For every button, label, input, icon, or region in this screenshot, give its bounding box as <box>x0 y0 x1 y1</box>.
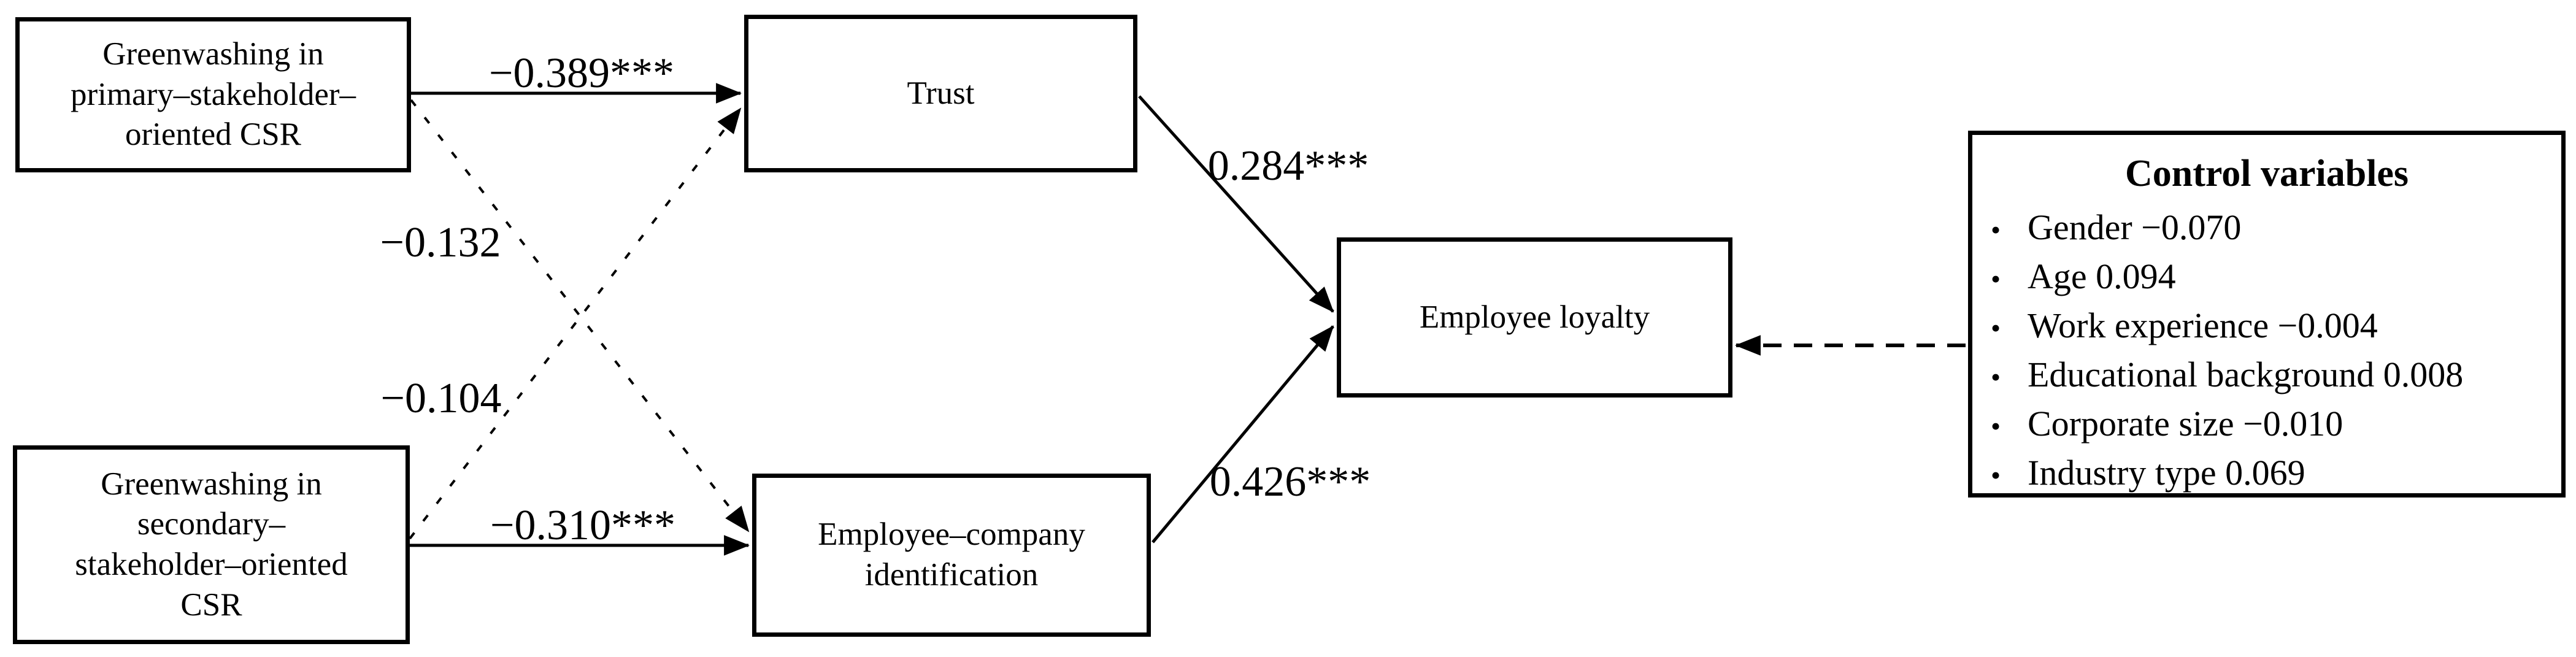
control-variables-box: Control variables • Gender −0.070 • Age … <box>1968 131 2566 498</box>
control-variable-item: • Gender −0.070 <box>1991 203 2543 252</box>
bullet-icon: • <box>1991 361 2001 393</box>
path-line-identification-to-loyalty <box>1152 325 1334 544</box>
construct-box-employee-company-identification: Employee–company identification <box>752 474 1151 637</box>
construct-label-line: oriented CSR <box>125 117 302 153</box>
control-variable-item: • Industry type 0.069 <box>1991 448 2543 498</box>
construct-label: Trust <box>907 75 975 111</box>
path-coefficient-secondary-to-identification: −0.310*** <box>490 502 675 549</box>
construct-box-greenwashing-primary: Greenwashing in primary–stakeholder– ori… <box>15 17 411 172</box>
control-variable-text: Industry type 0.069 <box>2028 453 2305 493</box>
path-coefficient-primary-to-identification: −0.132 <box>380 219 501 266</box>
control-variable-item: • Corporate size −0.010 <box>1991 399 2543 448</box>
path-line-primary-to-identification-dashed <box>410 99 750 532</box>
construct-label-line: Greenwashing in <box>102 36 324 72</box>
bullet-icon: • <box>1991 459 2001 491</box>
construct-box-greenwashing-secondary: Greenwashing in secondary– stakeholder–o… <box>13 445 410 644</box>
control-variable-item: • Age 0.094 <box>1991 252 2543 301</box>
construct-label: Employee loyalty <box>1419 299 1650 335</box>
construct-label-line: primary–stakeholder– <box>70 76 356 112</box>
control-variable-text: Work experience −0.004 <box>2028 305 2378 345</box>
bullet-icon: • <box>1991 410 2001 442</box>
path-line-trust-to-loyalty <box>1138 95 1334 313</box>
construct-label-line: stakeholder–oriented <box>75 547 348 582</box>
construct-label-line: secondary– <box>137 506 286 542</box>
construct-box-trust: Trust <box>744 15 1137 172</box>
path-line-secondary-to-trust-dashed <box>409 107 742 540</box>
path-coefficient-identification-to-loyalty: 0.426*** <box>1209 458 1371 505</box>
control-variable-text: Corporate size −0.010 <box>2028 404 2343 444</box>
construct-box-employee-loyalty: Employee loyalty <box>1337 237 1732 398</box>
construct-label-line: Greenwashing in <box>101 466 322 502</box>
construct-label-line: Employee–company <box>818 517 1085 553</box>
construct-label-line: CSR <box>180 586 242 623</box>
path-coefficient-secondary-to-trust: −0.104 <box>380 375 502 422</box>
control-variable-item: • Educational background 0.008 <box>1991 350 2543 399</box>
control-variable-text: Gender −0.070 <box>2028 207 2242 247</box>
bullet-icon: • <box>1991 214 2001 245</box>
bullet-icon: • <box>1991 312 2001 344</box>
control-variable-item: • Work experience −0.004 <box>1991 301 2543 350</box>
path-coefficient-primary-to-trust: −0.389*** <box>489 50 674 97</box>
construct-label-line: identification <box>864 557 1039 593</box>
bullet-icon: • <box>1991 263 2001 294</box>
control-variables-title: Control variables <box>2124 153 2409 194</box>
control-variable-text: Educational background 0.008 <box>2028 355 2464 394</box>
control-variable-text: Age 0.094 <box>2028 256 2176 296</box>
path-coefficient-trust-to-loyalty: 0.284*** <box>1207 142 1369 190</box>
